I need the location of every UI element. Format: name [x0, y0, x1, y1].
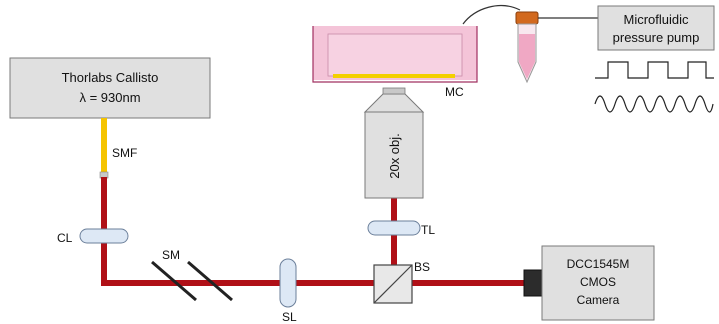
tubing	[462, 5, 521, 25]
laser-wavelength: λ = 930nm	[79, 90, 140, 105]
dish-inner-well	[327, 33, 463, 77]
beam-splitter-diagonal	[373, 264, 413, 304]
square-wave	[595, 61, 714, 79]
objective-label: 20x obj.	[387, 133, 402, 179]
objective-tip	[363, 93, 425, 113]
scanning-mirror-2	[187, 260, 233, 302]
scanning-mirror-1	[151, 260, 197, 302]
camera-lens-mount	[523, 269, 543, 297]
camera-line3: Camera	[577, 293, 620, 307]
pump-box	[597, 5, 715, 51]
tl-label: TL	[421, 223, 435, 237]
cl-label: CL	[57, 231, 73, 245]
laser-box	[9, 57, 211, 119]
reservoir-cap	[515, 11, 539, 25]
beam-horizontal-main	[101, 280, 526, 286]
pump-label-line1: Microfluidic	[623, 12, 689, 27]
camera-line2: CMOS	[580, 275, 616, 289]
scan-lens	[279, 258, 297, 308]
sample-layer	[333, 74, 455, 78]
pump-label-line2: pressure pump	[613, 30, 700, 45]
sine-wave	[594, 95, 714, 113]
collimating-lens	[79, 228, 129, 244]
reservoir-liquid	[519, 34, 535, 79]
mc-label: MC	[445, 85, 464, 99]
single-mode-fiber	[101, 118, 107, 174]
sm-label: SM	[162, 248, 180, 262]
camera-line1: DCC1545M	[567, 257, 630, 271]
beam-vertical-center	[391, 190, 397, 283]
sl-label: SL	[282, 310, 297, 324]
objective-front	[382, 87, 406, 95]
bs-label: BS	[414, 260, 430, 274]
tube-lens	[367, 220, 421, 236]
camera-box	[541, 245, 655, 321]
laser-name: Thorlabs Callisto	[62, 70, 159, 85]
dish-outline	[312, 26, 478, 83]
smf-label: SMF	[112, 146, 137, 160]
